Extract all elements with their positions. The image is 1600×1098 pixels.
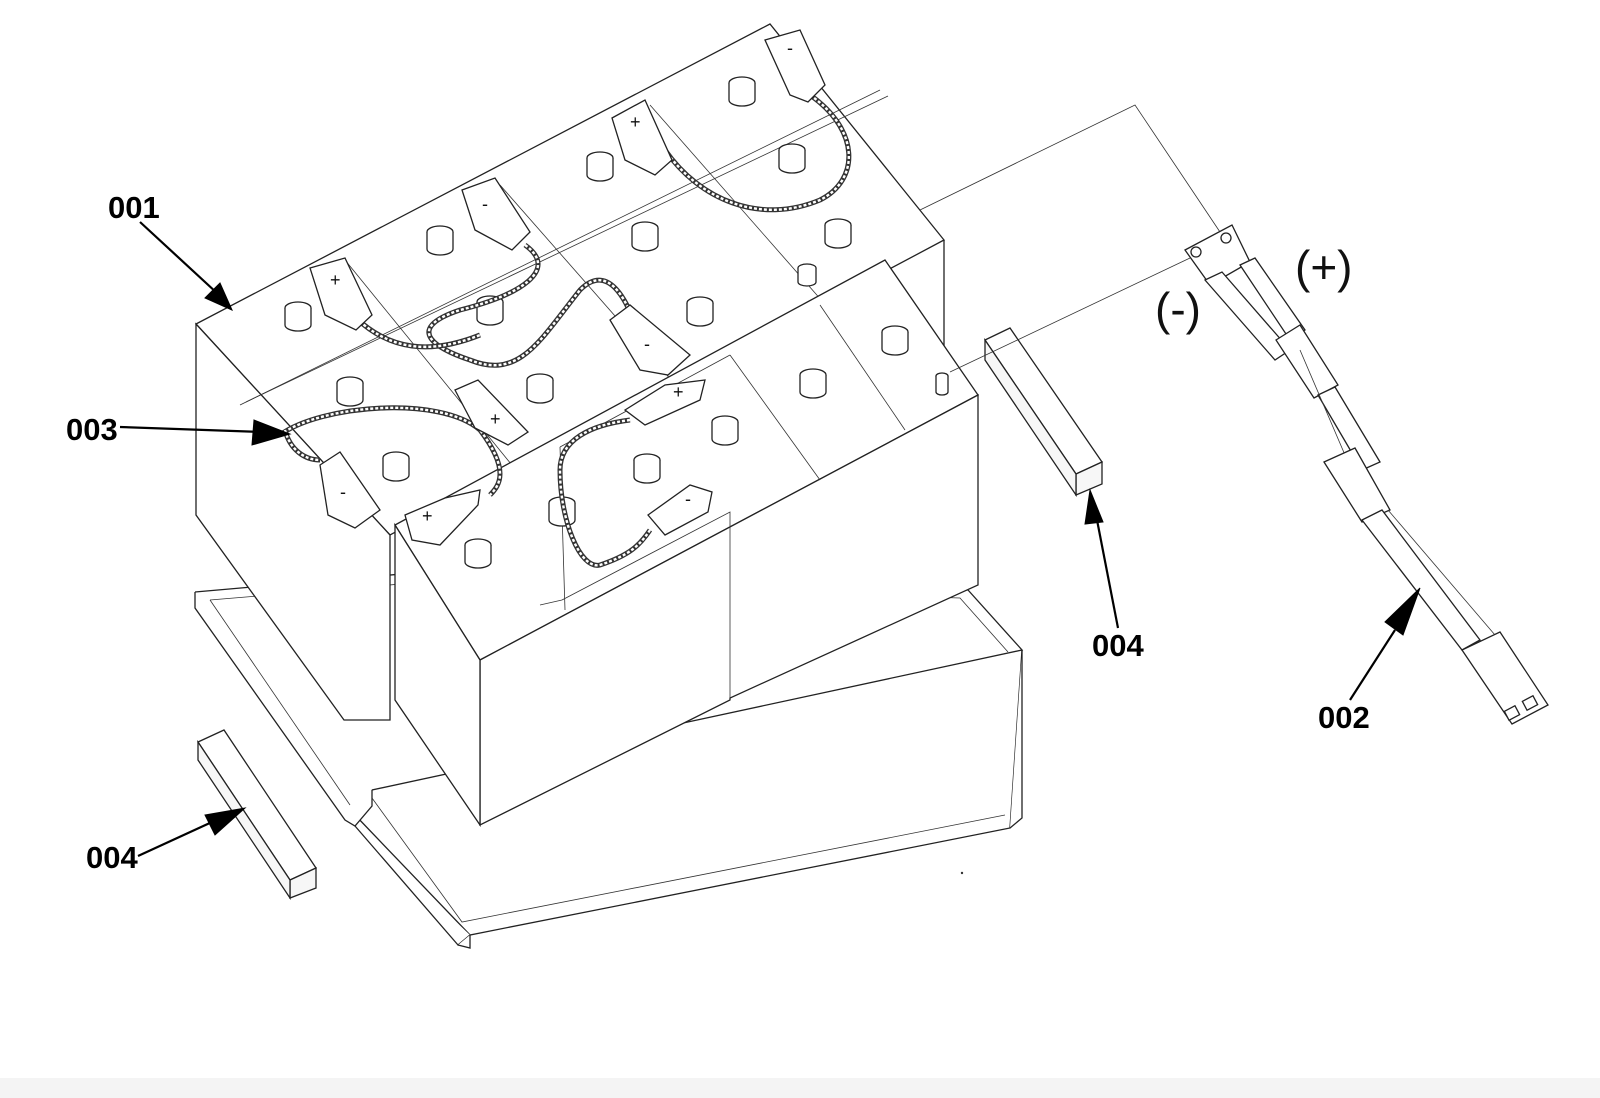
clip-positive: + xyxy=(404,489,481,546)
polarity-negative-label: (-) xyxy=(1155,283,1201,335)
callout-label-spacer-right: 004 xyxy=(1092,628,1144,663)
clip-sign-plus: + xyxy=(422,506,433,526)
terminal-post xyxy=(526,373,554,404)
cable-clips: - + - + - + + - xyxy=(309,29,826,546)
terminal-post xyxy=(586,151,614,182)
terminal-post xyxy=(633,453,661,484)
terminal-post xyxy=(284,301,312,332)
callout-002: 002 xyxy=(1318,587,1421,735)
terminal-post xyxy=(728,76,756,107)
clip-sign-minus: - xyxy=(482,194,488,214)
main-cable-harness xyxy=(919,104,1549,725)
clip-positive: + xyxy=(623,379,706,426)
terminal-post xyxy=(464,538,492,569)
clip-negative: - xyxy=(764,29,826,103)
clip-sign-minus: - xyxy=(644,334,650,354)
clip-sign-minus: - xyxy=(340,482,346,502)
stray-dot xyxy=(960,871,964,875)
callout-004-right: 004 xyxy=(1084,488,1144,663)
clip-sign-minus: - xyxy=(685,489,691,509)
terminal-post xyxy=(631,221,659,252)
clip-sign-plus: + xyxy=(490,409,501,429)
terminal-post-small xyxy=(797,263,817,287)
clip-negative: - xyxy=(609,304,691,376)
terminal-post xyxy=(778,143,806,174)
terminal-post xyxy=(881,325,909,356)
terminal-post xyxy=(799,368,827,399)
terminal-post xyxy=(382,451,410,482)
clip-sign-plus: + xyxy=(330,270,341,290)
polarity-positive-label: (+) xyxy=(1295,241,1353,293)
terminal-posts xyxy=(284,76,949,569)
spacer-block-left xyxy=(197,729,317,901)
callout-004-left: 004 xyxy=(86,807,247,875)
clip-sign-plus: + xyxy=(673,382,684,402)
callout-label-jumper-cable: 003 xyxy=(66,412,118,447)
clip-positive: + xyxy=(454,379,530,446)
callout-label-cable-harness: 002 xyxy=(1318,700,1370,735)
clip-negative: - xyxy=(647,484,713,536)
jumper-cables xyxy=(278,92,852,568)
clip-positive: + xyxy=(611,99,673,176)
terminal-post xyxy=(824,218,852,249)
callout-003: 003 xyxy=(66,412,292,447)
clip-sign-minus: - xyxy=(787,38,793,58)
clip-positive: + xyxy=(309,257,373,331)
clip-sign-plus: + xyxy=(630,112,641,132)
battery-row-front xyxy=(394,259,979,828)
bottom-strip xyxy=(0,1078,1600,1098)
terminal-post-small xyxy=(935,372,949,396)
callout-001: 001 xyxy=(108,190,233,311)
callout-label-battery: 001 xyxy=(108,190,160,225)
clip-negative: - xyxy=(461,177,531,251)
terminal-post xyxy=(711,415,739,446)
terminal-post xyxy=(336,376,364,407)
terminal-post xyxy=(426,225,454,256)
spacer-block-right xyxy=(984,327,1103,498)
callout-label-spacer-left: 004 xyxy=(86,840,138,875)
terminal-post xyxy=(686,296,714,327)
clip-negative: - xyxy=(319,451,381,529)
